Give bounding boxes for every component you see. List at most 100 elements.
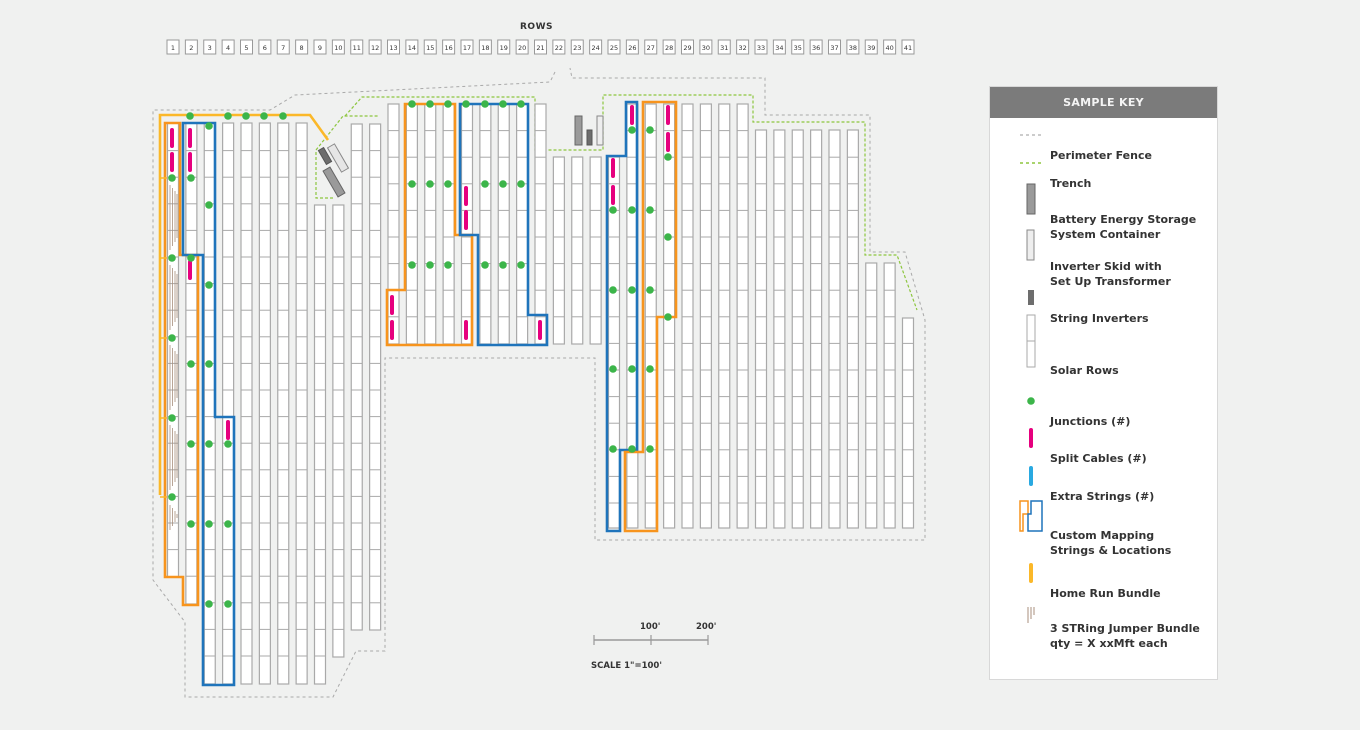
row-label-5: 5 [240, 39, 253, 55]
row-label-box [901, 39, 915, 55]
row-label-41: 41 [901, 39, 915, 55]
trench [344, 94, 918, 311]
junction [168, 414, 176, 422]
junction [646, 206, 654, 214]
solar-row-body [644, 103, 657, 529]
row-label-36: 36 [809, 39, 823, 55]
solar-row-body [424, 103, 437, 345]
legend-label: Perimeter Fence [1050, 149, 1152, 162]
row-label-box [699, 39, 713, 55]
solar-row-35 [791, 129, 804, 529]
solar-row-11 [350, 123, 363, 631]
battery-container-icon [1018, 179, 1044, 219]
junction [628, 206, 636, 214]
solar-row-16 [442, 103, 455, 345]
solar-row-body [295, 122, 308, 685]
junction [664, 313, 672, 321]
row-label-text: 28 [665, 44, 673, 52]
perimeter-fence-icon [1018, 115, 1044, 155]
row-label-box [772, 39, 786, 55]
home-run-bundle-icon [1018, 553, 1044, 593]
solar-row-40 [883, 262, 896, 529]
row-label-box [717, 39, 731, 55]
inverter-skid [596, 115, 604, 146]
row-label-text: 26 [628, 44, 636, 52]
row-label-text: 23 [573, 44, 581, 52]
solar-row-23 [571, 156, 584, 345]
string-inverter [586, 129, 593, 146]
row-label-box [570, 39, 584, 55]
solar-row-body [791, 129, 804, 529]
solar-row-body [222, 122, 235, 685]
row-label-box [662, 39, 676, 55]
junction [187, 360, 195, 368]
row-label-18: 18 [478, 39, 492, 55]
row-label-box [736, 39, 750, 55]
row-label-box [313, 39, 327, 55]
solar-row-body [589, 156, 602, 345]
rows-title: ROWS [520, 22, 553, 32]
row-label-39: 39 [864, 39, 878, 55]
junction [224, 112, 232, 120]
row-label-16: 16 [442, 39, 456, 55]
junction [499, 180, 507, 188]
solar-row-body [313, 204, 327, 685]
legend-label: Home Run Bundle [1050, 587, 1161, 600]
solar-row-icon [1018, 313, 1044, 368]
row-label-text: 3 [208, 44, 212, 52]
legend-title: SAMPLE KEY [990, 87, 1217, 118]
row-label-15: 15 [423, 39, 437, 55]
row-label-20: 20 [515, 39, 529, 55]
junction [481, 100, 489, 108]
junction [609, 206, 617, 214]
row-label-23: 23 [570, 39, 584, 55]
junction [224, 600, 232, 608]
junction [646, 445, 654, 453]
junction [664, 233, 672, 241]
junction [187, 440, 195, 448]
solar-row-body [718, 103, 731, 529]
trench [315, 115, 378, 199]
junction [224, 520, 232, 528]
legend-label: Battery Energy Storage System Container [1050, 213, 1197, 241]
row-label-box [828, 39, 841, 55]
row-label-14: 14 [405, 39, 419, 55]
row-label-box [460, 39, 474, 55]
solar-row-7 [277, 122, 290, 685]
solar-row-30 [699, 103, 712, 529]
trench-icon [1018, 143, 1044, 183]
junction [646, 365, 654, 373]
junction [517, 180, 525, 188]
row-label-box [589, 39, 603, 55]
row-label-box [846, 39, 860, 55]
solar-row-body [681, 103, 694, 529]
solar-row-body [516, 103, 529, 345]
custom-mapping-outline [385, 102, 474, 347]
row-label-box [478, 39, 492, 55]
solar-row-38 [846, 129, 859, 529]
junction [664, 153, 672, 161]
junction [205, 201, 213, 209]
solar-row-4 [222, 122, 235, 685]
solar-row-41 [901, 317, 915, 529]
junction [444, 261, 452, 269]
junction [462, 100, 470, 108]
junction [168, 493, 176, 501]
legend-label: Trench [1050, 177, 1092, 190]
row-label-text: 16 [444, 44, 452, 52]
row-label-box [754, 39, 768, 55]
solar-row-14 [405, 103, 418, 345]
row-label-12: 12 [368, 39, 382, 55]
junction [408, 180, 416, 188]
solar-row-5 [240, 122, 253, 685]
row-label-text: 36 [812, 44, 820, 52]
row-label-8: 8 [295, 39, 309, 55]
row-label-text: 37 [830, 44, 838, 52]
solar-row-body [571, 156, 584, 345]
junction [205, 600, 213, 608]
row-label-box [368, 39, 382, 55]
junction [205, 122, 213, 130]
row-label-4: 4 [221, 39, 235, 55]
row-label-text: 10 [334, 44, 342, 52]
row-label-10: 10 [331, 39, 345, 55]
